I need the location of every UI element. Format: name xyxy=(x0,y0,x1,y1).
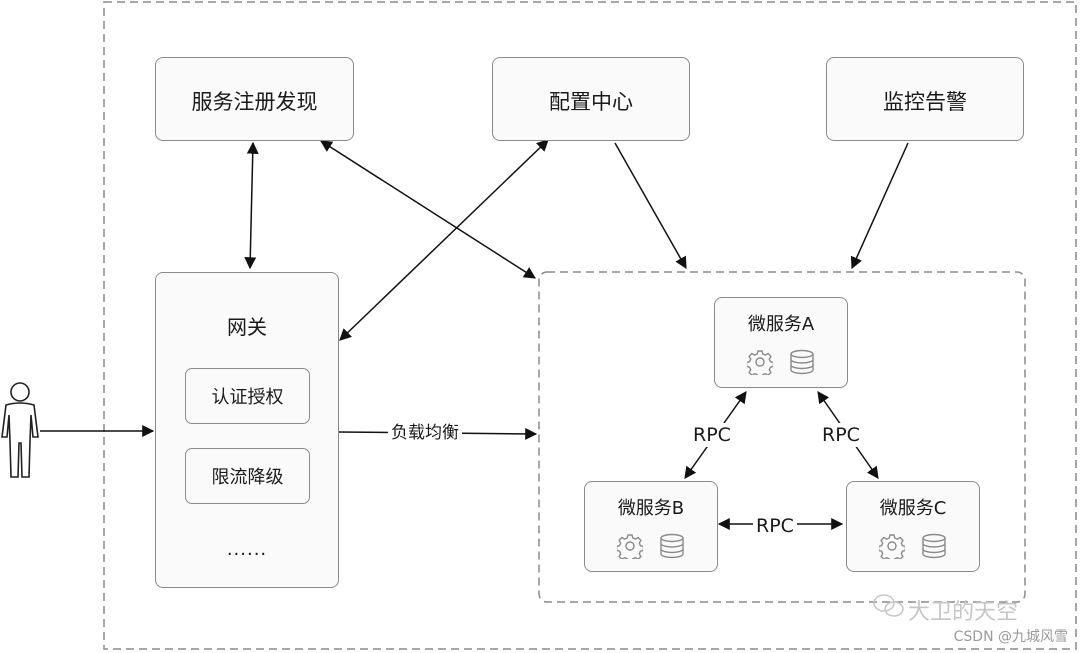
arrow-config-services xyxy=(614,142,687,270)
database-icon xyxy=(790,349,814,375)
user-icon xyxy=(1,382,39,478)
service-b-label: 微服务B xyxy=(617,498,685,519)
gear-icon xyxy=(617,534,643,559)
gateway-more-label: ...... xyxy=(226,539,268,560)
config-center-label: 配置中心 xyxy=(549,90,633,114)
watermark-csdn: CSDN @九城风雪 xyxy=(953,629,1068,645)
service-registry-label: 服务注册发现 xyxy=(191,90,318,114)
service-b-box: 微服务B xyxy=(584,481,718,572)
outer-boundary xyxy=(103,1,1077,650)
arrow-monitor-services xyxy=(850,142,909,270)
arrow-registry-services xyxy=(319,140,537,279)
rpc-label-left: RPC xyxy=(690,423,734,447)
database-icon xyxy=(922,533,946,559)
arrow-registry-gateway xyxy=(244,141,259,270)
arrow-config-gateway xyxy=(339,139,549,341)
database-icon xyxy=(660,533,684,559)
rpc-label-bottom: RPC xyxy=(753,514,797,538)
rate-limit-box: 限流降级 xyxy=(185,448,310,504)
auth-box: 认证授权 xyxy=(185,368,310,424)
gear-icon xyxy=(747,350,773,375)
service-a-label: 微服务A xyxy=(747,314,815,335)
config-center-box: 配置中心 xyxy=(492,57,690,141)
rpc-label-right: RPC xyxy=(819,423,863,447)
service-a-box: 微服务A xyxy=(714,297,848,388)
load-balance-label: 负载均衡 xyxy=(388,422,462,444)
service-cluster-boundary xyxy=(538,271,1026,603)
monitoring-box: 监控告警 xyxy=(826,57,1024,141)
service-c-box: 微服务C xyxy=(846,481,980,572)
service-c-label: 微服务C xyxy=(879,498,947,519)
gear-icon xyxy=(879,534,905,559)
gateway-box: 网关 认证授权 限流降级 ...... xyxy=(155,272,339,588)
wechat-icon xyxy=(873,594,904,617)
gateway-title: 网关 xyxy=(227,315,267,339)
service-registry-box: 服务注册发现 xyxy=(155,57,354,141)
monitoring-label: 监控告警 xyxy=(883,90,967,114)
watermark-main: 大卫的天空 xyxy=(908,600,1019,625)
